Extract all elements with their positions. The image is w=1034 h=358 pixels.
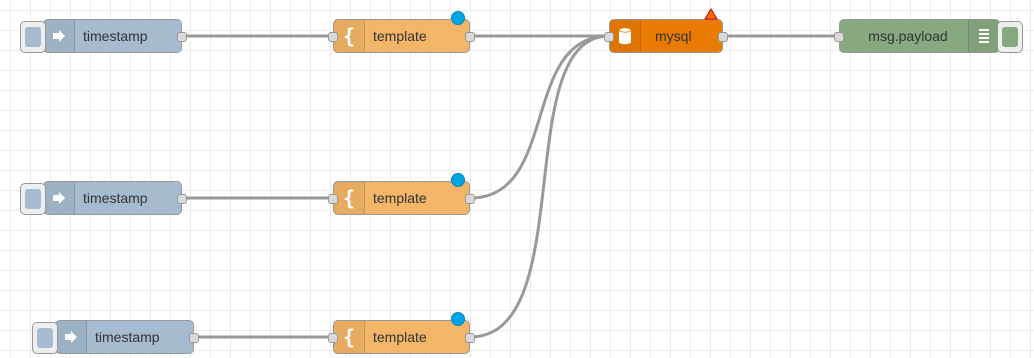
output-port[interactable] [465, 333, 475, 343]
database-icon [610, 20, 641, 52]
inject-arrow-icon [44, 20, 75, 52]
inject-label: timestamp [83, 28, 148, 44]
output-port[interactable] [189, 333, 199, 343]
debug-node[interactable]: msg.payload [834, 19, 1023, 53]
template-node-1[interactable]: { template [328, 11, 475, 53]
debug-list-icon [968, 20, 999, 52]
inject-trigger-button[interactable] [20, 183, 46, 215]
mysql-label: mysql [655, 28, 692, 44]
template-label: template [373, 190, 427, 206]
output-port[interactable] [465, 194, 475, 204]
template-label: template [373, 28, 427, 44]
inject-label: timestamp [95, 329, 160, 345]
curly-brace-icon: { [334, 20, 365, 52]
inject-node-3[interactable]: timestamp [32, 320, 199, 354]
input-port[interactable] [604, 32, 614, 42]
debug-label: msg.payload [868, 28, 948, 44]
debug-toggle-button[interactable] [997, 21, 1023, 53]
inject-arrow-icon [56, 321, 87, 353]
output-port[interactable] [177, 194, 187, 204]
input-port[interactable] [328, 333, 338, 343]
mysql-node[interactable]: mysql [604, 8, 728, 53]
inject-trigger-button[interactable] [20, 21, 46, 53]
output-port[interactable] [177, 32, 187, 42]
input-port[interactable] [328, 32, 338, 42]
inject-node-1[interactable]: timestamp [20, 19, 187, 53]
wire-template2-mysql[interactable] [469, 34, 610, 200]
output-port[interactable] [718, 32, 728, 42]
inject-node-2[interactable]: timestamp [20, 181, 187, 215]
curly-brace-icon: { [334, 321, 365, 353]
changed-indicator-icon [451, 11, 465, 25]
changed-indicator-icon [451, 173, 465, 187]
wire-template3-mysql[interactable] [469, 34, 610, 339]
template-node-3[interactable]: { template [328, 312, 475, 354]
input-port[interactable] [834, 32, 844, 42]
changed-indicator-icon [451, 312, 465, 326]
warning-triangle-icon [704, 8, 718, 20]
curly-brace-icon: { [334, 182, 365, 214]
inject-label: timestamp [83, 190, 148, 206]
output-port[interactable] [465, 32, 475, 42]
template-node-2[interactable]: { template [328, 173, 475, 215]
input-port[interactable] [328, 194, 338, 204]
template-label: template [373, 329, 427, 345]
inject-trigger-button[interactable] [32, 322, 58, 354]
inject-arrow-icon [44, 182, 75, 214]
